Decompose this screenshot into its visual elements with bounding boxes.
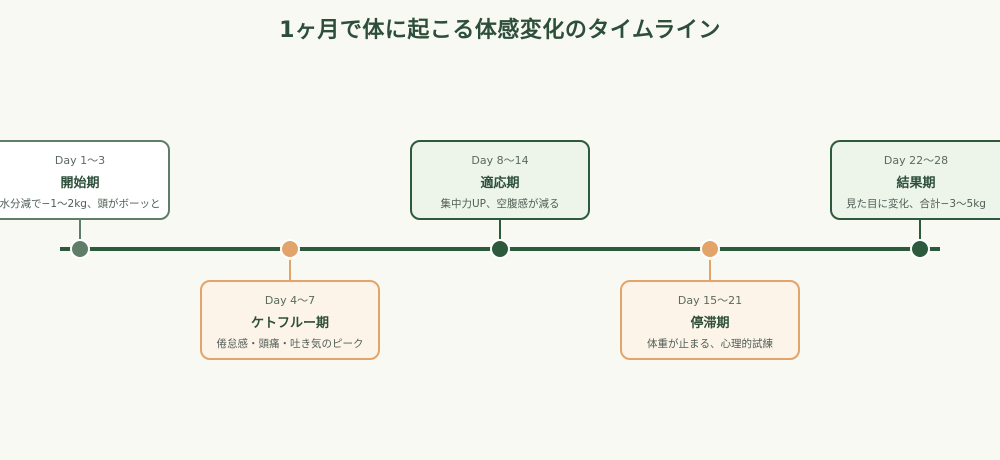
event-0-desc: 水分減で−1〜2kg、頭がボーッと — [0, 198, 161, 210]
event-0-card: Day 1〜3 開始期 水分減で−1〜2kg、頭がボーッと — [0, 140, 170, 220]
event-0-day: Day 1〜3 — [54, 154, 106, 167]
event-2-card: Day 8〜14 適応期 集中力UP、空腹感が減る — [410, 140, 590, 220]
event-4-day: Day 22〜28 — [883, 154, 949, 167]
page-title: 1ヶ月で体に起こる体感変化のタイムライン — [279, 18, 721, 43]
event-0-connector — [79, 220, 81, 240]
event-4-marker — [910, 239, 930, 259]
event-3-connector — [709, 260, 711, 280]
event-4-connector — [919, 220, 921, 240]
event-1-name: ケトフルー期 — [250, 316, 329, 331]
event-1-marker — [280, 239, 300, 259]
event-2-desc: 集中力UP、空腹感が減る — [440, 198, 560, 210]
event-3-card: Day 15〜21 停滞期 体重が止まる、心理的試練 — [620, 280, 800, 360]
event-1-desc: 倦怠感・頭痛・吐き気のピーク — [216, 338, 364, 350]
event-3-desc: 体重が止まる、心理的試練 — [647, 338, 773, 350]
event-2-connector — [499, 220, 501, 240]
event-3-day: Day 15〜21 — [677, 294, 743, 307]
event-2-marker — [490, 239, 510, 259]
event-4-name: 結果期 — [896, 176, 936, 191]
event-1-day: Day 4〜7 — [264, 294, 316, 307]
event-0-name: 開始期 — [60, 176, 100, 191]
event-2-name: 適応期 — [480, 176, 520, 191]
event-4-desc: 見た目に変化、合計−3〜5kg — [846, 198, 986, 210]
event-3-marker — [700, 239, 720, 259]
event-1-card: Day 4〜7 ケトフルー期 倦怠感・頭痛・吐き気のピーク — [200, 280, 380, 360]
event-0-marker — [70, 239, 90, 259]
event-4-card: Day 22〜28 結果期 見た目に変化、合計−3〜5kg — [830, 140, 1000, 220]
event-3-name: 停滞期 — [690, 316, 730, 331]
event-2-day: Day 8〜14 — [471, 154, 529, 167]
event-1-connector — [289, 260, 291, 280]
